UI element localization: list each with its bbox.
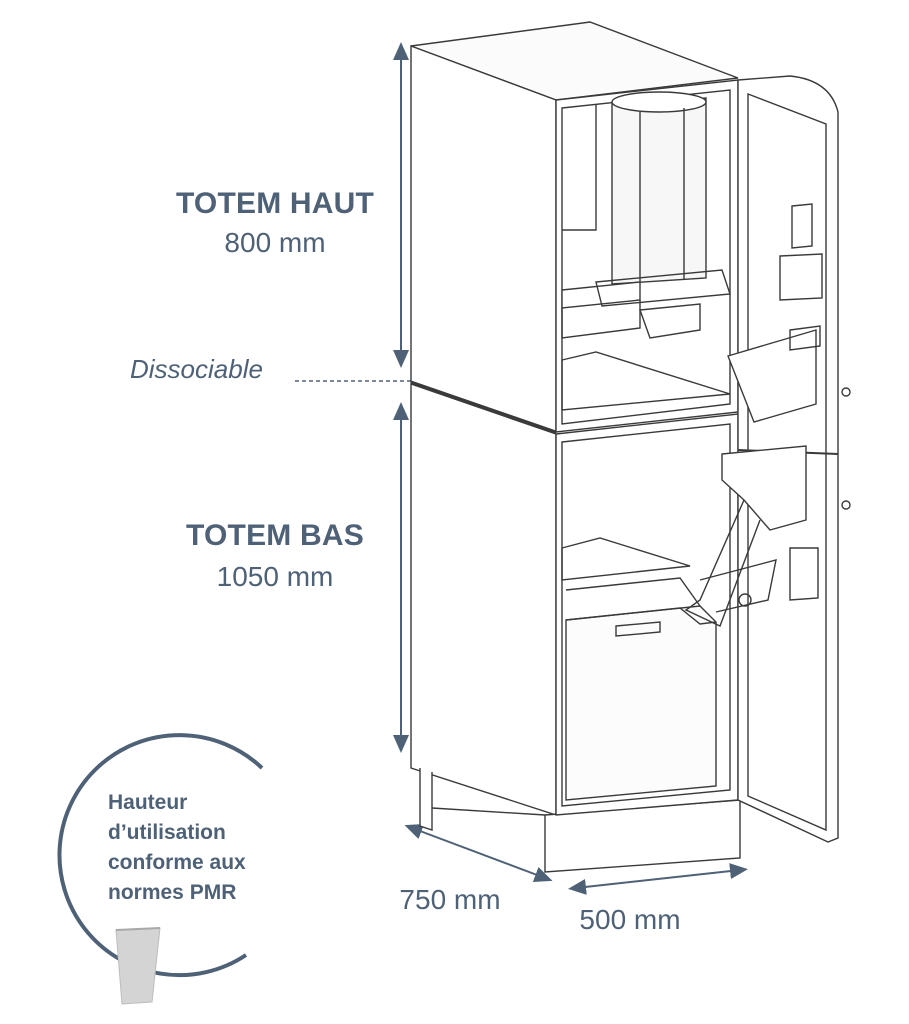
width-dimension: 500 mm (579, 904, 681, 935)
machine-drawing (410, 21, 851, 873)
totem-bas-height: 1050 mm (216, 561, 334, 592)
totem-haut-height: 800 mm (224, 227, 326, 258)
pmr-note: Hauteur d’utilisation conforme aux norme… (108, 788, 246, 908)
width-dimension-arrow (568, 863, 748, 895)
pmr-circle-arc (57, 733, 264, 978)
depth-dimension-arrow (404, 824, 553, 882)
pmr-line-3: conforme aux (108, 851, 246, 874)
totem-haut-title: TOTEM HAUT (175, 187, 375, 220)
depth-dimension: 750 mm (399, 884, 501, 915)
cup-icon (115, 927, 161, 1005)
pmr-line-4: normes PMR (108, 881, 237, 904)
dissociable-label: Dissociable (130, 354, 263, 384)
pmr-line-1: Hauteur (108, 791, 188, 814)
totem-bas-title: TOTEM BAS (186, 519, 364, 552)
pmr-line-2: d’utilisation (108, 821, 226, 844)
